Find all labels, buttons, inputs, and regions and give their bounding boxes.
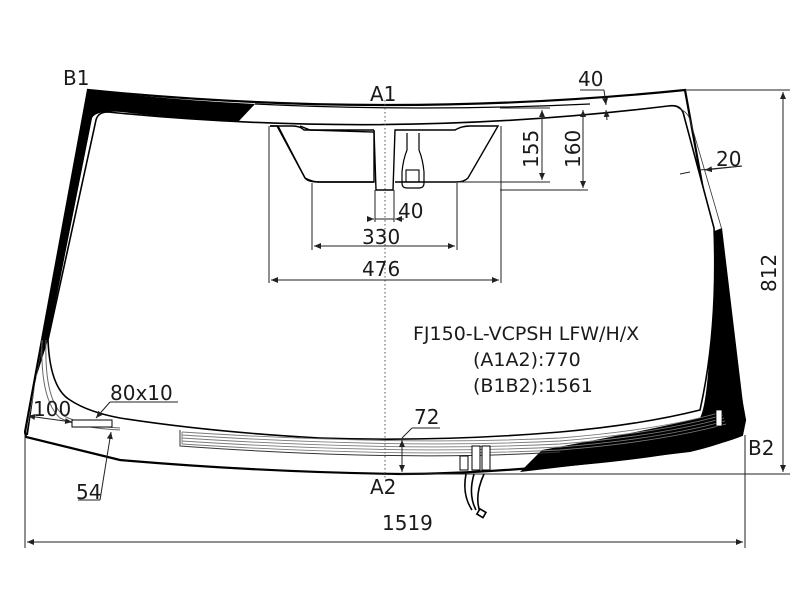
side-band-dim xyxy=(679,165,743,175)
overall-width-value: 1519 xyxy=(382,511,433,535)
label-area xyxy=(27,339,178,501)
frit-top-left xyxy=(88,90,255,122)
connector-terminals xyxy=(459,445,491,471)
point-a1-label: A1 xyxy=(370,82,396,106)
mirror-dimension-lines xyxy=(268,126,502,283)
mirror-base-width-value: 330 xyxy=(362,225,400,249)
bottom-heater-value: 72 xyxy=(414,405,439,429)
wiper-heater-grid xyxy=(181,409,727,454)
part-code: FJ150-L-VCPSH LFW/H/X xyxy=(413,323,639,345)
heater-frame xyxy=(179,430,561,457)
top-band-value: 40 xyxy=(578,67,603,91)
top-band-line xyxy=(254,103,591,109)
label-size-value: 80x10 xyxy=(110,381,173,405)
wire-harness xyxy=(464,473,488,519)
overall-height-value: 812 xyxy=(757,254,781,292)
height-dim xyxy=(400,89,790,475)
sensor-depth-dims xyxy=(458,107,588,191)
width-dim xyxy=(24,435,746,548)
label-offset-value: 100 xyxy=(33,397,71,421)
right-inner-band xyxy=(677,107,723,231)
point-b2-label: B2 xyxy=(748,436,774,460)
sensor-depth-155-value: 155 xyxy=(519,130,543,168)
a1a2-measurement: (A1A2):770 xyxy=(473,349,581,371)
bottom-heater-dim xyxy=(399,427,440,472)
mirror-top-width-value: 476 xyxy=(362,257,400,281)
glass-outer-edge xyxy=(23,88,747,476)
frit-right xyxy=(520,228,745,472)
point-a2-label: A2 xyxy=(370,475,396,499)
sensor-depth-160-value: 160 xyxy=(561,130,585,168)
b1b2-measurement: (B1B2):1561 xyxy=(473,375,593,397)
top-band-dim xyxy=(580,89,610,121)
point-b1-label: B1 xyxy=(63,66,89,90)
side-band-value: 20 xyxy=(716,147,741,171)
label-height-value: 54 xyxy=(76,480,101,504)
center-gap-value: 40 xyxy=(398,199,423,223)
